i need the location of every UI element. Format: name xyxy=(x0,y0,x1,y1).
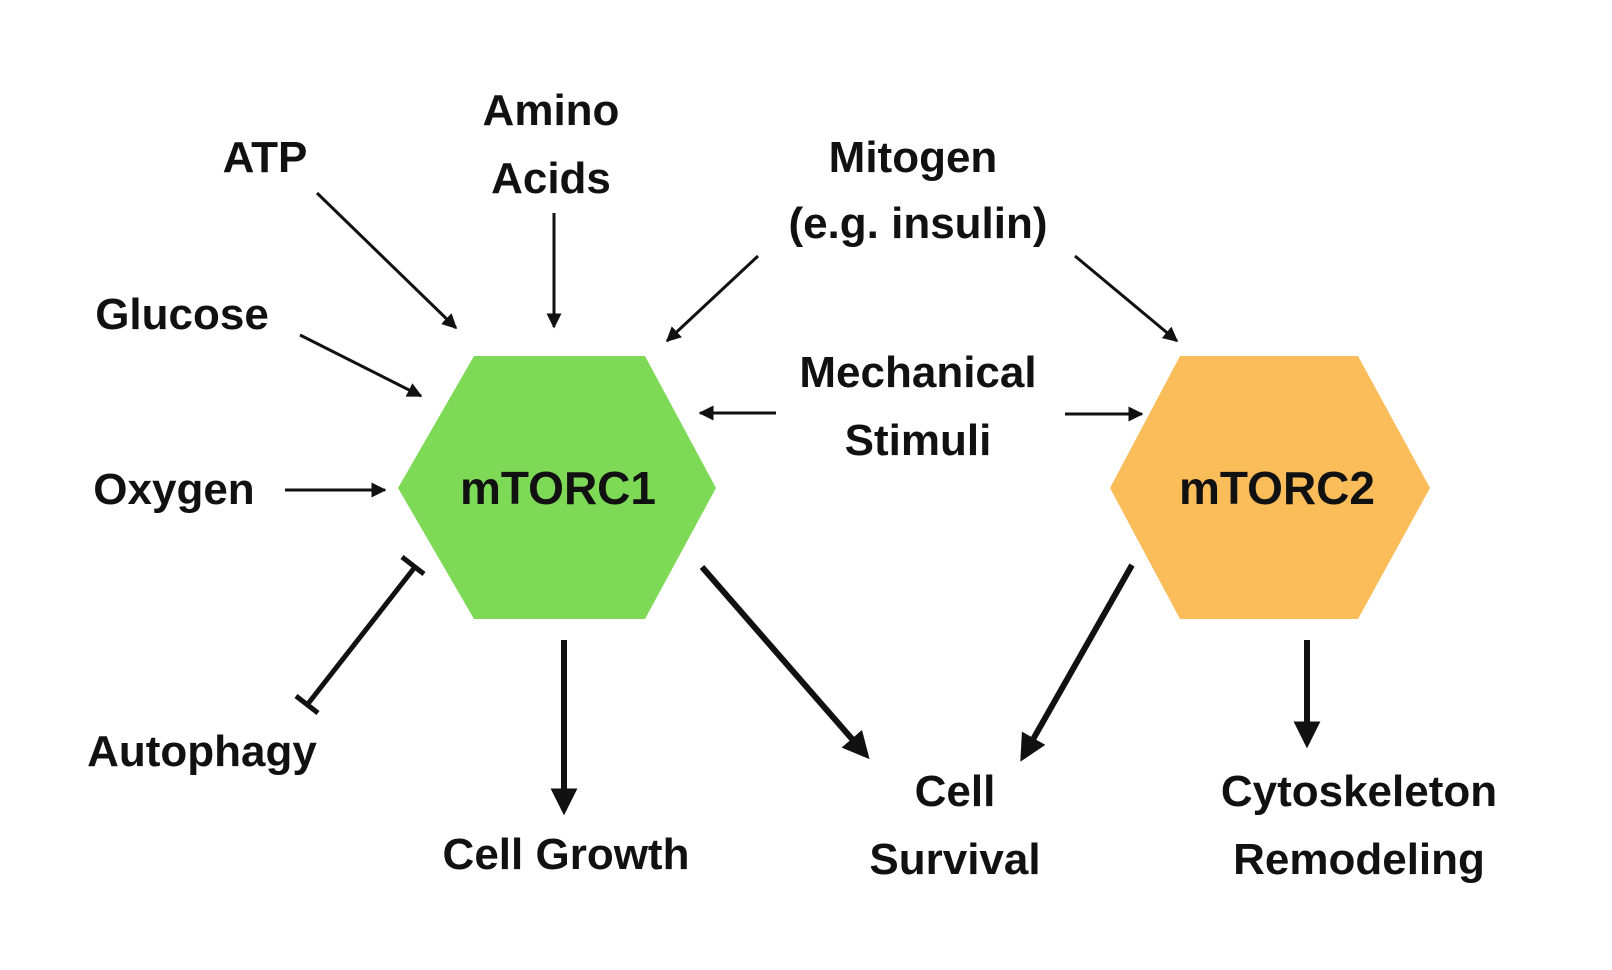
autophagy-label: Autophagy xyxy=(87,727,317,776)
edge-mitogen-to-mtorc2 xyxy=(1074,254,1179,343)
cytoskeleton-remodeling-label: Cytoskeleton Remodeling xyxy=(1221,767,1497,884)
edge-mtorc2-to-cell-survival xyxy=(1020,563,1135,762)
svg-text:Stimuli: Stimuli xyxy=(845,416,992,465)
mitogen-label: Mitogen (e.g. insulin) xyxy=(788,133,1047,248)
glucose-label: Glucose xyxy=(95,290,269,339)
amino-acids-label: Amino Acids xyxy=(483,86,620,203)
mtorc1-label: mTORC1 xyxy=(460,462,656,514)
cell-survival-label: Cell Survival xyxy=(869,767,1040,884)
oxygen-label: Oxygen xyxy=(93,465,254,514)
mechanical-stimuli-label: Mechanical Stimuli xyxy=(799,348,1036,465)
cell-growth-label: Cell Growth xyxy=(443,830,690,879)
edge-mtorc1-to-cell-survival xyxy=(699,565,870,760)
svg-text:Remodeling: Remodeling xyxy=(1233,835,1485,884)
svg-text:(e.g. insulin): (e.g. insulin) xyxy=(788,199,1047,248)
edge-mitogen-to-mtorc1 xyxy=(665,254,760,343)
atp-label: ATP xyxy=(223,133,308,182)
svg-text:Cell: Cell xyxy=(915,767,996,816)
edge-atp-to-mtorc1 xyxy=(315,191,458,330)
svg-text:Survival: Survival xyxy=(869,835,1040,884)
mtorc2-label: mTORC2 xyxy=(1179,462,1375,514)
svg-text:Mitogen: Mitogen xyxy=(829,133,998,182)
edge-mtorc1-autophagy-inhibition xyxy=(294,555,426,715)
svg-text:Cytoskeleton: Cytoskeleton xyxy=(1221,767,1497,816)
edge-glucose-to-mtorc1 xyxy=(299,333,423,398)
svg-text:Amino: Amino xyxy=(483,86,620,135)
mtorc1-hexagon xyxy=(398,356,716,619)
svg-text:Mechanical: Mechanical xyxy=(799,348,1036,397)
mtorc2-hexagon xyxy=(1110,356,1430,619)
svg-text:Acids: Acids xyxy=(491,154,611,203)
